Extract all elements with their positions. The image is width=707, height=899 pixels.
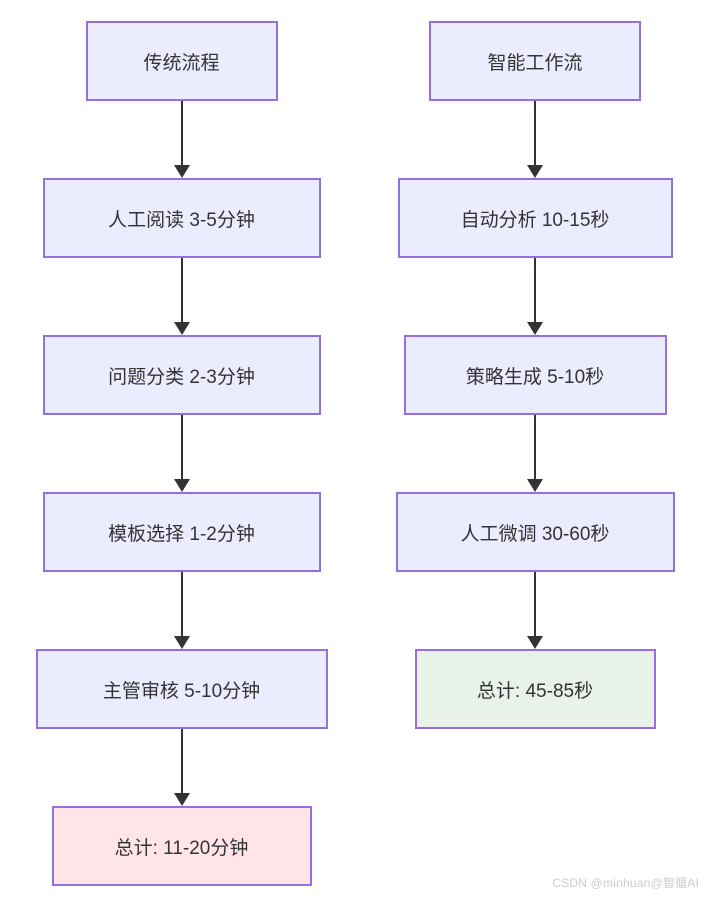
arrow-shaft <box>534 258 536 323</box>
node-manual-reading: 人工阅读 3-5分钟 <box>42 178 321 258</box>
csdn-watermark: CSDN @minhuan@智循AI <box>552 876 699 890</box>
arrow-down <box>527 572 543 649</box>
arrowhead-icon <box>527 479 543 492</box>
node-issue-classification: 问题分类 2-3分钟 <box>42 335 321 415</box>
node-strategy-generation: 策略生成 5-10秒 <box>403 335 667 415</box>
arrow-down <box>173 572 190 649</box>
arrow-down <box>173 258 190 335</box>
arrow-shaft <box>180 415 183 480</box>
arrowhead-icon <box>173 793 190 806</box>
node-template-selection: 模板选择 1-2分钟 <box>42 492 321 572</box>
node-manual-finetune: 人工微调 30-60秒 <box>395 492 675 572</box>
arrow-shaft <box>534 415 536 480</box>
arrow-shaft <box>180 258 183 323</box>
arrow-down <box>173 101 190 178</box>
column-traditional: 传统流程 人工阅读 3-5分钟 问题分类 2-3分钟 模板选择 1-2分钟 主管… <box>0 21 363 886</box>
node-supervisor-review: 主管审核 5-10分钟 <box>35 649 328 729</box>
column-smart: 智能工作流 自动分析 10-15秒 策略生成 5-10秒 人工微调 30-60秒… <box>363 21 707 729</box>
arrow-shaft <box>180 729 183 794</box>
arrow-shaft <box>180 572 183 637</box>
arrow-shaft <box>534 101 536 166</box>
arrow-shaft <box>534 572 536 637</box>
arrowhead-icon <box>173 636 190 649</box>
arrow-down <box>527 258 543 335</box>
arrow-down <box>173 729 190 806</box>
arrowhead-icon <box>527 165 543 178</box>
arrow-down <box>527 101 543 178</box>
node-total-traditional: 总计: 11-20分钟 <box>51 806 312 886</box>
node-total-smart: 总计: 45-85秒 <box>414 649 656 729</box>
arrowhead-icon <box>527 322 543 335</box>
node-smart-header: 智能工作流 <box>429 21 641 101</box>
arrow-down <box>173 415 190 492</box>
arrowhead-icon <box>173 322 190 335</box>
arrowhead-icon <box>173 479 190 492</box>
node-traditional-header: 传统流程 <box>85 21 278 101</box>
arrowhead-icon <box>173 165 190 178</box>
node-auto-analysis: 自动分析 10-15秒 <box>397 178 673 258</box>
arrowhead-icon <box>527 636 543 649</box>
arrow-shaft <box>180 101 183 166</box>
arrow-down <box>527 415 543 492</box>
